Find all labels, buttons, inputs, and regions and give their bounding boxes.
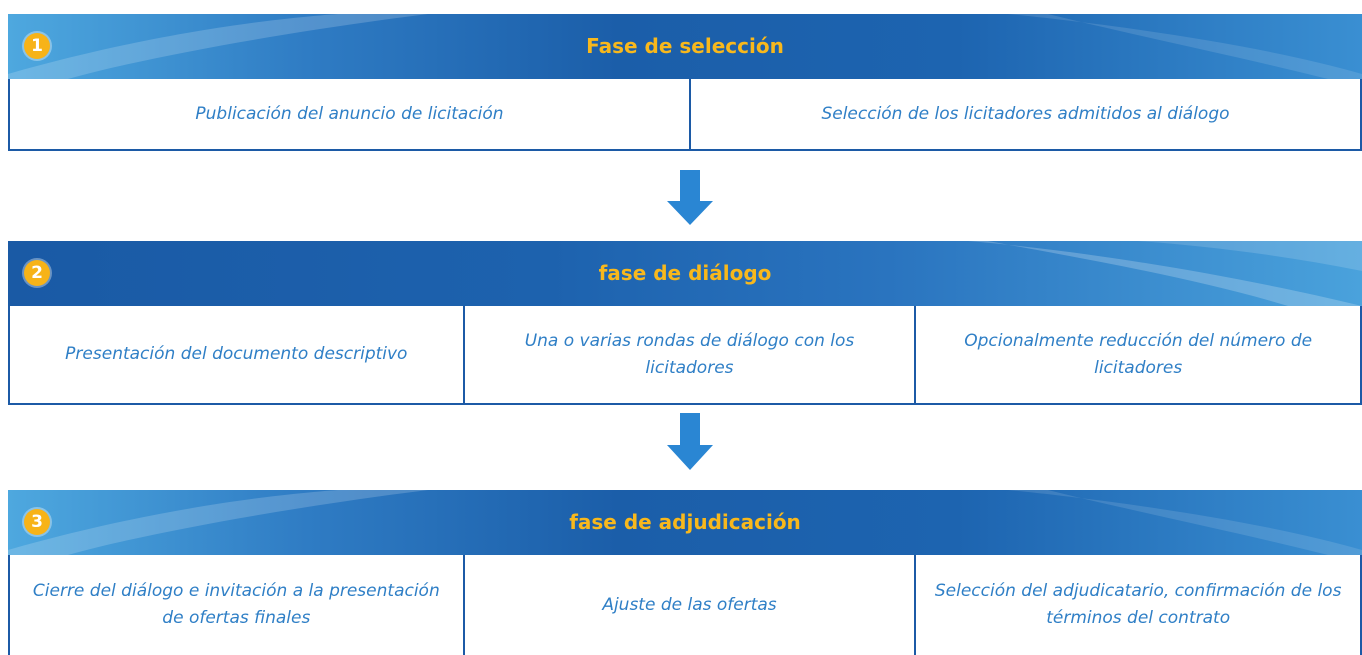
phase-steps-row: Publicación del anuncio de licitación Se… (8, 79, 1362, 151)
step-cell: Cierre del diálogo e invitación a la pre… (10, 555, 465, 655)
step-cell: Una o varias rondas de diálogo con los l… (465, 306, 917, 403)
step-cell: Presentación del documento descriptivo (10, 306, 465, 403)
down-arrow-icon (667, 170, 713, 225)
phase-banner: 2 fase de diálogo (8, 241, 1362, 306)
banner-swoosh-decoration (8, 14, 1362, 79)
phase-title: fase de adjudicación (569, 510, 801, 534)
phase-selection: 1 Fase de selección Publicación del anun… (8, 14, 1362, 151)
phase-steps-row: Cierre del diálogo e invitación a la pre… (8, 555, 1362, 655)
phase-banner: 1 Fase de selección (8, 14, 1362, 79)
phase-title: Fase de selección (586, 34, 784, 58)
phase-number-badge: 3 (24, 509, 50, 535)
step-cell: Opcionalmente reducción del número de li… (964, 330, 1313, 378)
phase-dialogue: 2 fase de diálogo Presentación del docum… (8, 241, 1362, 405)
step-cell: Selección del adjudicatario, confirmació… (934, 581, 1342, 628)
phase-number-badge: 2 (24, 260, 50, 286)
banner-swoosh-decoration (8, 490, 1362, 555)
phase-title: fase de diálogo (598, 261, 772, 285)
phase-banner: 3 fase de adjudicación (8, 490, 1362, 555)
phase-steps-row: Presentación del documento descriptivo U… (8, 306, 1362, 405)
step-cell: Publicación del anuncio de licitación (10, 79, 691, 149)
phase-award: 3 fase de adjudicación Cierre del diálog… (8, 490, 1362, 655)
down-arrow-icon (667, 413, 713, 470)
step-cell: Selección de los licitadores admitidos a… (821, 103, 1230, 124)
phase-number-badge: 1 (24, 33, 50, 59)
step-cell: Ajuste de las ofertas (465, 555, 917, 655)
banner-swoosh-decoration (968, 241, 1362, 306)
